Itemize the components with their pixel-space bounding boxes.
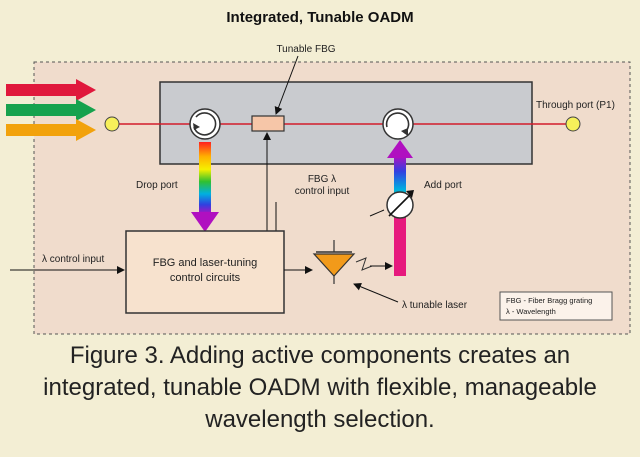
tunable-laser [312, 240, 393, 284]
caption-line-3: wavelength selection. [205, 406, 435, 433]
input-arrow-red [6, 84, 76, 96]
diagram-title: Integrated, Tunable OADM [226, 9, 413, 26]
drop-port-label: Drop port [136, 180, 178, 191]
attenuator-control-line [369, 209, 385, 217]
legend-line-1: FBG - Fiber Bragg grating [506, 296, 592, 305]
caption-line-2: integrated, tunable OADM with flexible, … [43, 374, 597, 401]
tunable-fbg-label: Tunable FBG [276, 44, 335, 55]
input-arrow-red-head [76, 79, 96, 101]
fbg-control-label-1: FBG λ [308, 174, 336, 185]
tunable-fbg-element [251, 115, 285, 132]
tunable-laser-pointer [353, 282, 399, 303]
control-box-label-1: FBG and laser-tuning [153, 257, 258, 269]
legend-line-2: λ - Wavelength [506, 307, 556, 316]
add-port-label: Add port [424, 180, 462, 191]
through-port-circle [565, 116, 581, 132]
through-port-label: Through port (P1) [536, 100, 615, 111]
oadm-diagram: Integrated, Tunable OADM Tunable FBG Thr… [6, 9, 631, 335]
tunable-fbg-pointer [274, 55, 299, 115]
input-arrow-green-head [76, 99, 96, 121]
tunable-laser-label: λ tunable laser [402, 300, 468, 311]
input-arrow-orange-head [76, 119, 96, 141]
control-box-label-2: control circuits [170, 272, 241, 284]
input-port [104, 116, 120, 132]
circulator-add [382, 108, 414, 140]
caption-line-1: Figure 3. Adding active components creat… [69, 342, 571, 369]
control-circuit-box [125, 230, 285, 314]
input-arrow-orange [6, 124, 76, 136]
fbg-control-label-2: control input [295, 186, 350, 197]
drop-port-arrow [191, 142, 219, 232]
lambda-control-label: λ control input [42, 254, 104, 265]
circulator-drop [189, 108, 221, 140]
input-wavelength-arrows [6, 79, 96, 141]
input-arrow-green [6, 104, 76, 116]
variable-attenuator [386, 190, 414, 219]
figure-caption: Figure 3. Adding active components creat… [0, 340, 640, 436]
integrated-chip [159, 81, 533, 165]
legend-box [499, 291, 613, 321]
